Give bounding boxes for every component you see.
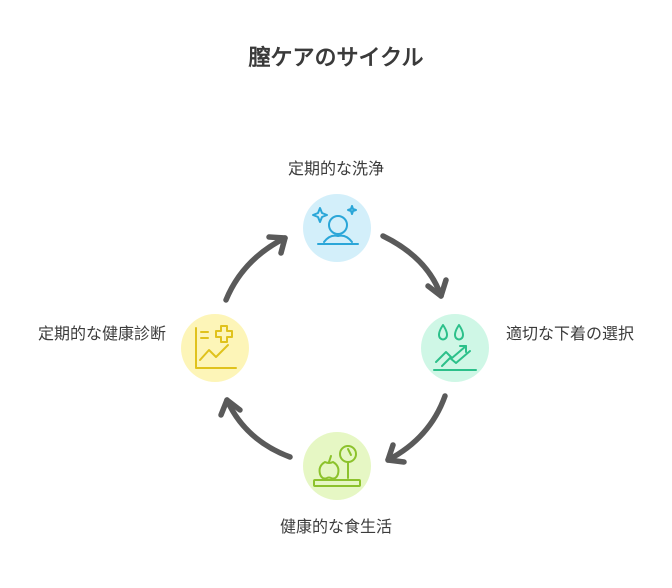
droplets-growth-icon — [433, 324, 477, 371]
arrow-top-to-right — [380, 233, 449, 299]
arrow-bottom-to-left — [218, 397, 293, 460]
node-bottom — [303, 432, 371, 500]
node-left — [181, 314, 249, 382]
label-top: 定期的な洗浄 — [287, 159, 384, 178]
diagram-title: 膣ケアのサイクル — [248, 46, 424, 71]
label-left: 定期的な健康診断 — [37, 324, 166, 343]
arrow-left-to-top — [223, 234, 288, 303]
apple-scale-icon — [313, 445, 361, 487]
label-right: 適切な下着の選択 — [506, 324, 635, 343]
label-bottom: 健康的な食生活 — [279, 517, 392, 536]
node-top — [303, 194, 371, 262]
health-chart-icon — [195, 325, 237, 369]
arrow-right-to-bottom — [385, 393, 448, 465]
meditation-sparkle-icon — [312, 205, 359, 245]
node-right — [421, 314, 489, 382]
